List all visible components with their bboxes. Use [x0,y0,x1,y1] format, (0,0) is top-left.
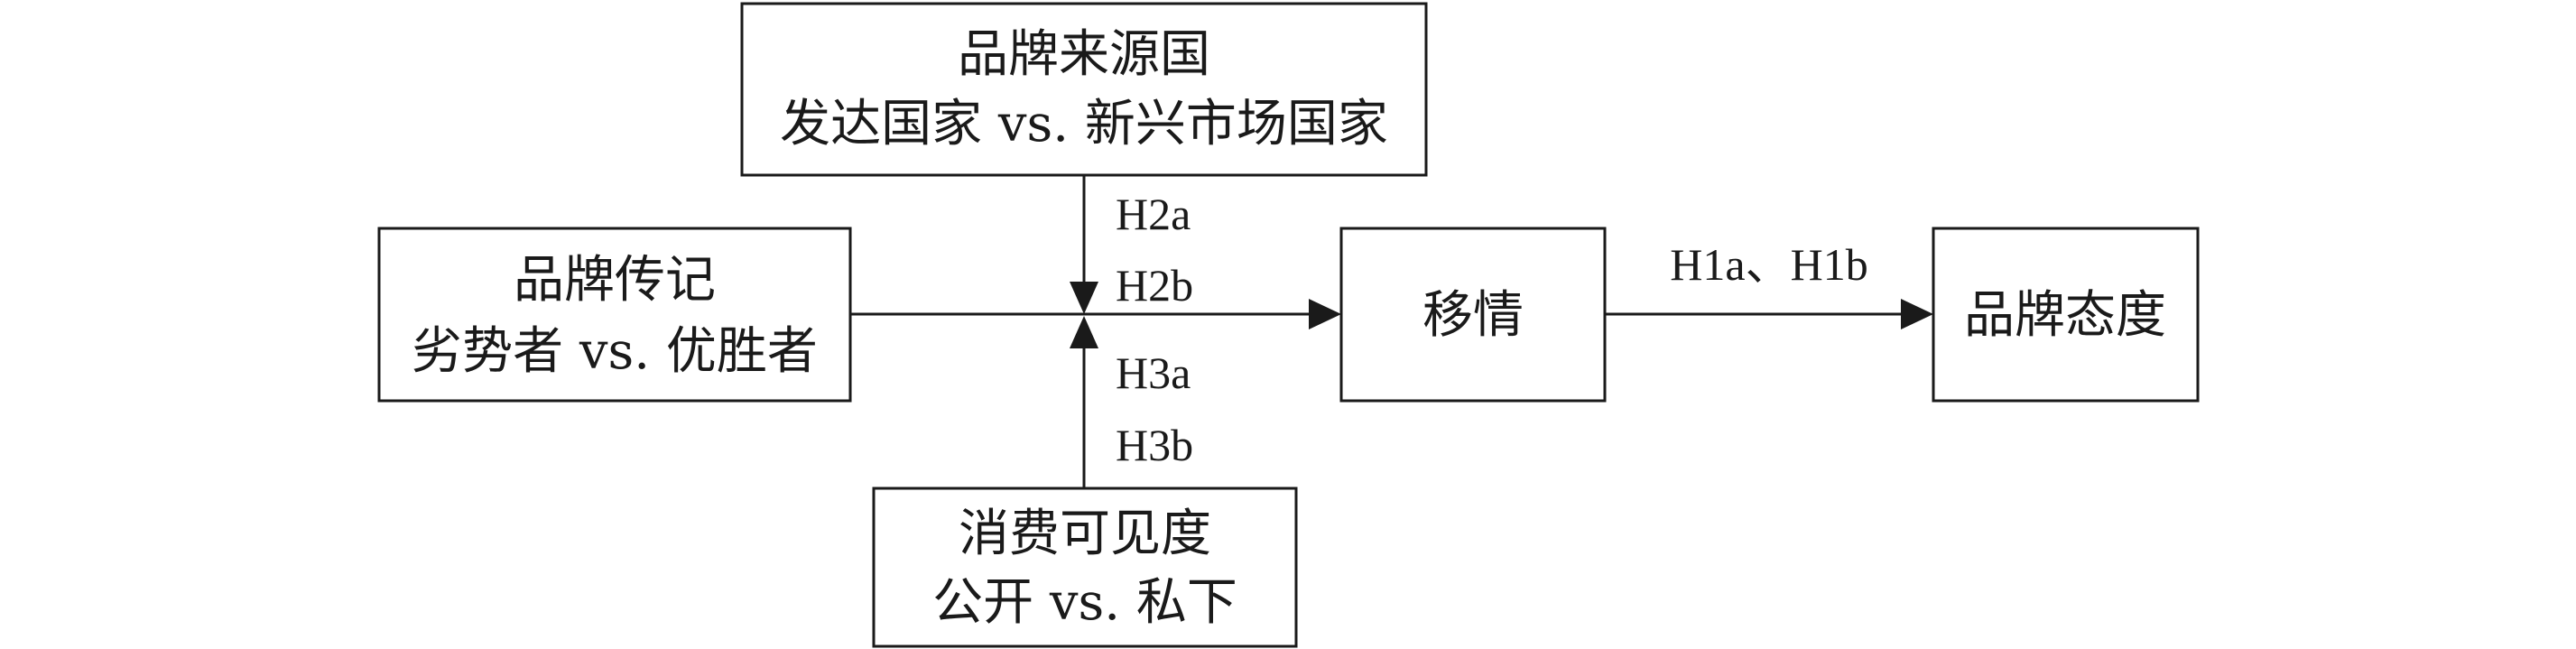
empathy-box-frame [1339,227,1607,403]
visibility-moderation-arrowhead [1070,316,1098,348]
hypothesis-h1-label: H1a、H1b [1670,239,1867,290]
consumption-visibility-title: 消费可见度 [959,505,1211,563]
empathy-box: 移情 [1339,227,1607,403]
hypothesis-h2a-label: H2a [1116,189,1191,239]
consumption-visibility-levels: 公开 vs. 私下 [932,573,1237,632]
brand-biography-levels: 劣势者 vs. 优胜者 [412,322,818,381]
brand-biography-box-frame [377,227,852,403]
brand-biography-title: 品牌传记 [514,251,716,310]
brand-attitude-arrowhead [1901,299,1933,329]
hypothesis-h2b-label: H2b [1116,260,1193,311]
country-of-origin-box-frame [740,2,1428,177]
brand-attitude-box-frame [1932,227,2200,403]
consumption-visibility-box: 消费可见度 公开 vs. 私下 [872,487,1298,648]
hypothesis-h3b-label: H3b [1116,420,1193,470]
brand-attitude-title: 品牌态度 [1964,286,2166,345]
country-of-origin-box: 品牌来源国 发达国家 vs. 新兴市场国家 [740,2,1428,177]
empathy-title: 移情 [1422,286,1524,345]
hypothesis-h3a-label: H3a [1116,348,1191,398]
brand-attitude-box: 品牌态度 [1932,227,2200,403]
country-of-origin-title: 品牌来源国 [958,25,1210,84]
country-of-origin-levels: 发达国家 vs. 新兴市场国家 [780,95,1388,153]
country-moderation-arrowhead [1070,282,1098,314]
empathy-arrowhead [1309,299,1341,329]
brand-biography-box: 品牌传记 劣势者 vs. 优胜者 [377,227,852,403]
consumption-visibility-box-frame [872,487,1298,648]
